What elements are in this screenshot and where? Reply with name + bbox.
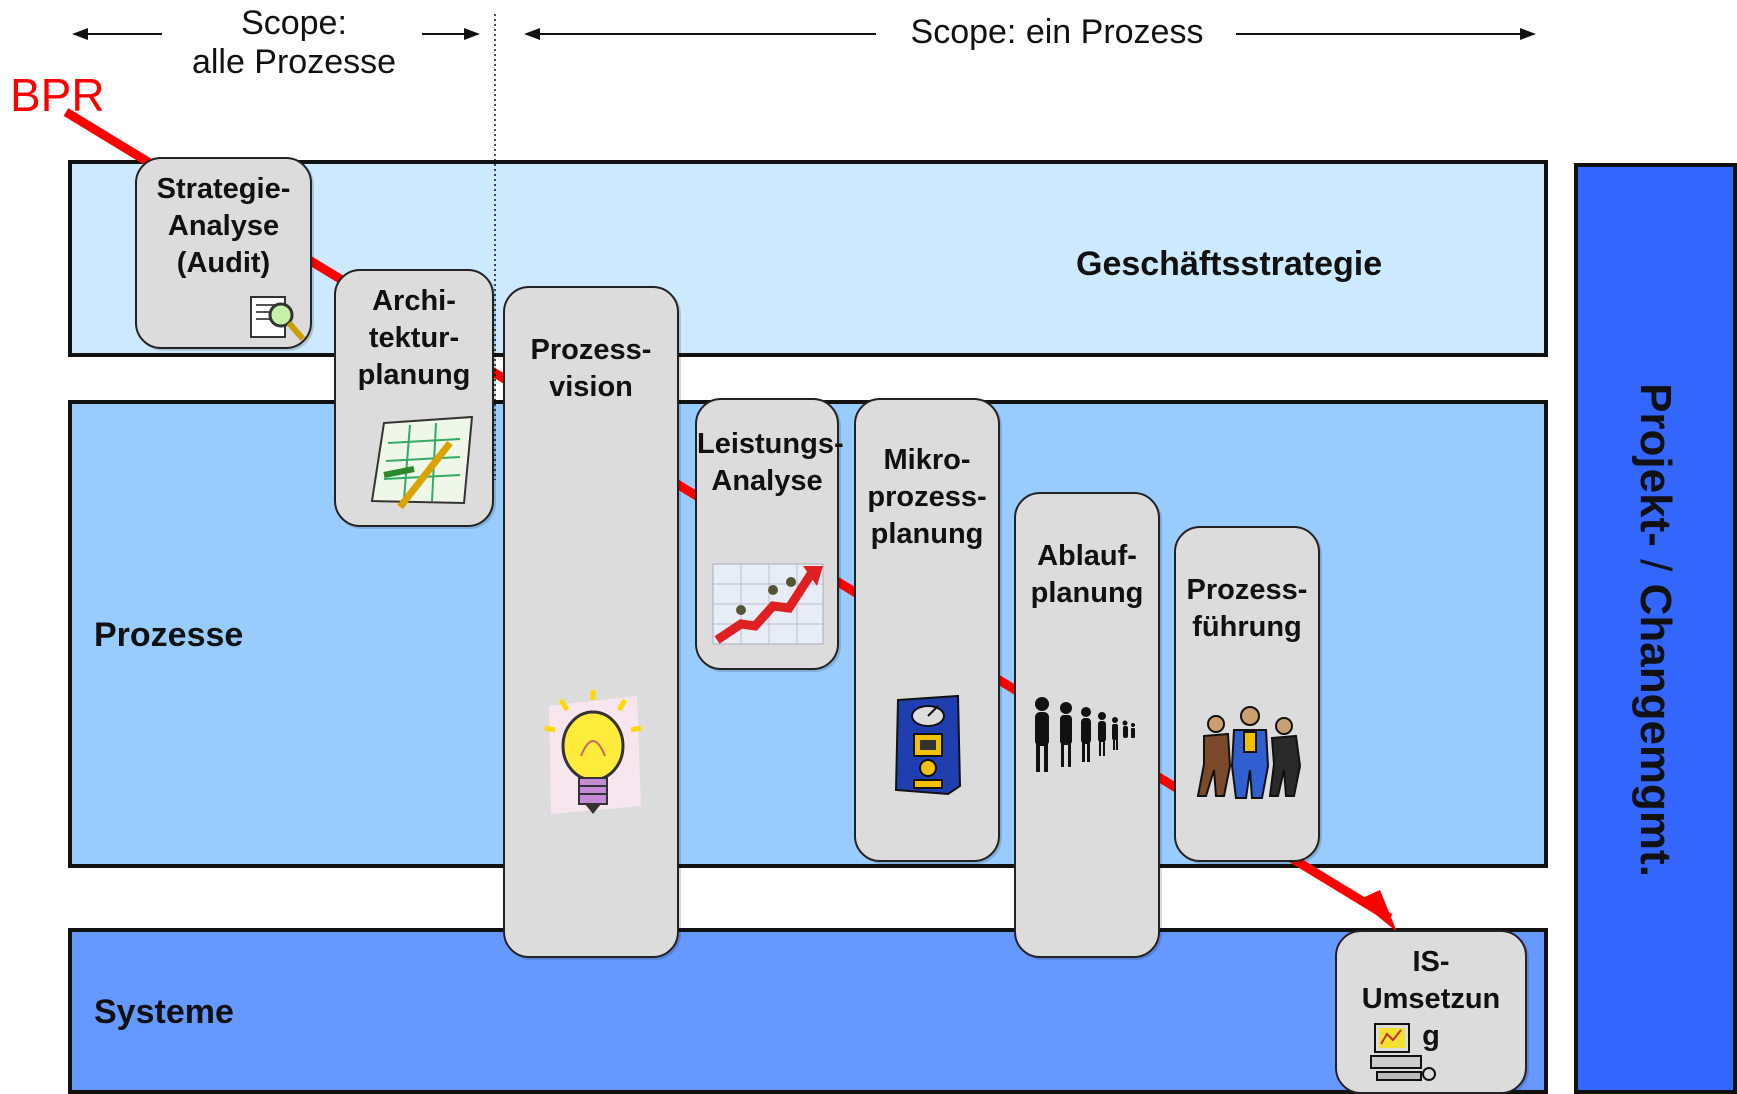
- step-ablaufplanung: Ablauf- planung: [1014, 492, 1160, 958]
- band-label-strategy: Geschäftsstrategie: [1076, 245, 1383, 283]
- magnifier-document-icon: [250, 296, 306, 341]
- band-systems: [68, 928, 1548, 1094]
- step-prozessfuehrung: Prozess- führung: [1174, 526, 1320, 862]
- blueprint-pencil-icon: [370, 415, 474, 510]
- step-leistung-label: Leistungs- Analyse: [697, 428, 844, 497]
- rising-chart-climbers-icon: [712, 563, 824, 645]
- step-is-label: IS- Umsetzun g: [1361, 946, 1501, 1052]
- step-is-umsetzung: IS- Umsetzun g: [1335, 930, 1527, 1094]
- bpr-label: BPR: [10, 69, 105, 121]
- scope-one-process: Scope: ein Prozess: [910, 13, 1204, 51]
- computer-icon: [1370, 1023, 1436, 1081]
- team-people-icon: [1196, 706, 1302, 799]
- step-architektur-label: Archi- tektur- planung: [357, 285, 471, 391]
- bpr-arrow-head: [1358, 890, 1397, 932]
- scope-all-processes: Scope: alle Prozesse: [191, 4, 397, 81]
- side-bar-project-change: [1574, 163, 1737, 1094]
- band-label-processes: Prozesse: [94, 616, 244, 654]
- step-ablauf-label: Ablauf- planung: [1030, 540, 1144, 609]
- light-bulb-icon: [544, 690, 642, 814]
- step-leistungsanalyse: Leistungs- Analyse: [695, 398, 844, 670]
- step-architekturplanung: Archi- tektur- planung: [334, 269, 494, 527]
- step-strategie-label: Strategie- Analyse (Audit): [156, 173, 291, 279]
- band-label-systems: Systeme: [94, 993, 234, 1031]
- step-vision-label: Prozess- vision: [530, 334, 652, 403]
- step-mikro-label: Mikro- prozess- planung: [867, 444, 987, 550]
- satellite-dish-robot-icon: [894, 694, 962, 796]
- step-prozessvision: Prozess- vision: [503, 286, 679, 958]
- step-fuehrung-label: Prozess- führung: [1186, 574, 1308, 643]
- step-strategie-analyse: Strategie- Analyse (Audit): [135, 157, 312, 349]
- step-mikroprozessplanung: Mikro- prozess- planung: [854, 398, 1000, 862]
- people-queue-icon: [1035, 697, 1135, 772]
